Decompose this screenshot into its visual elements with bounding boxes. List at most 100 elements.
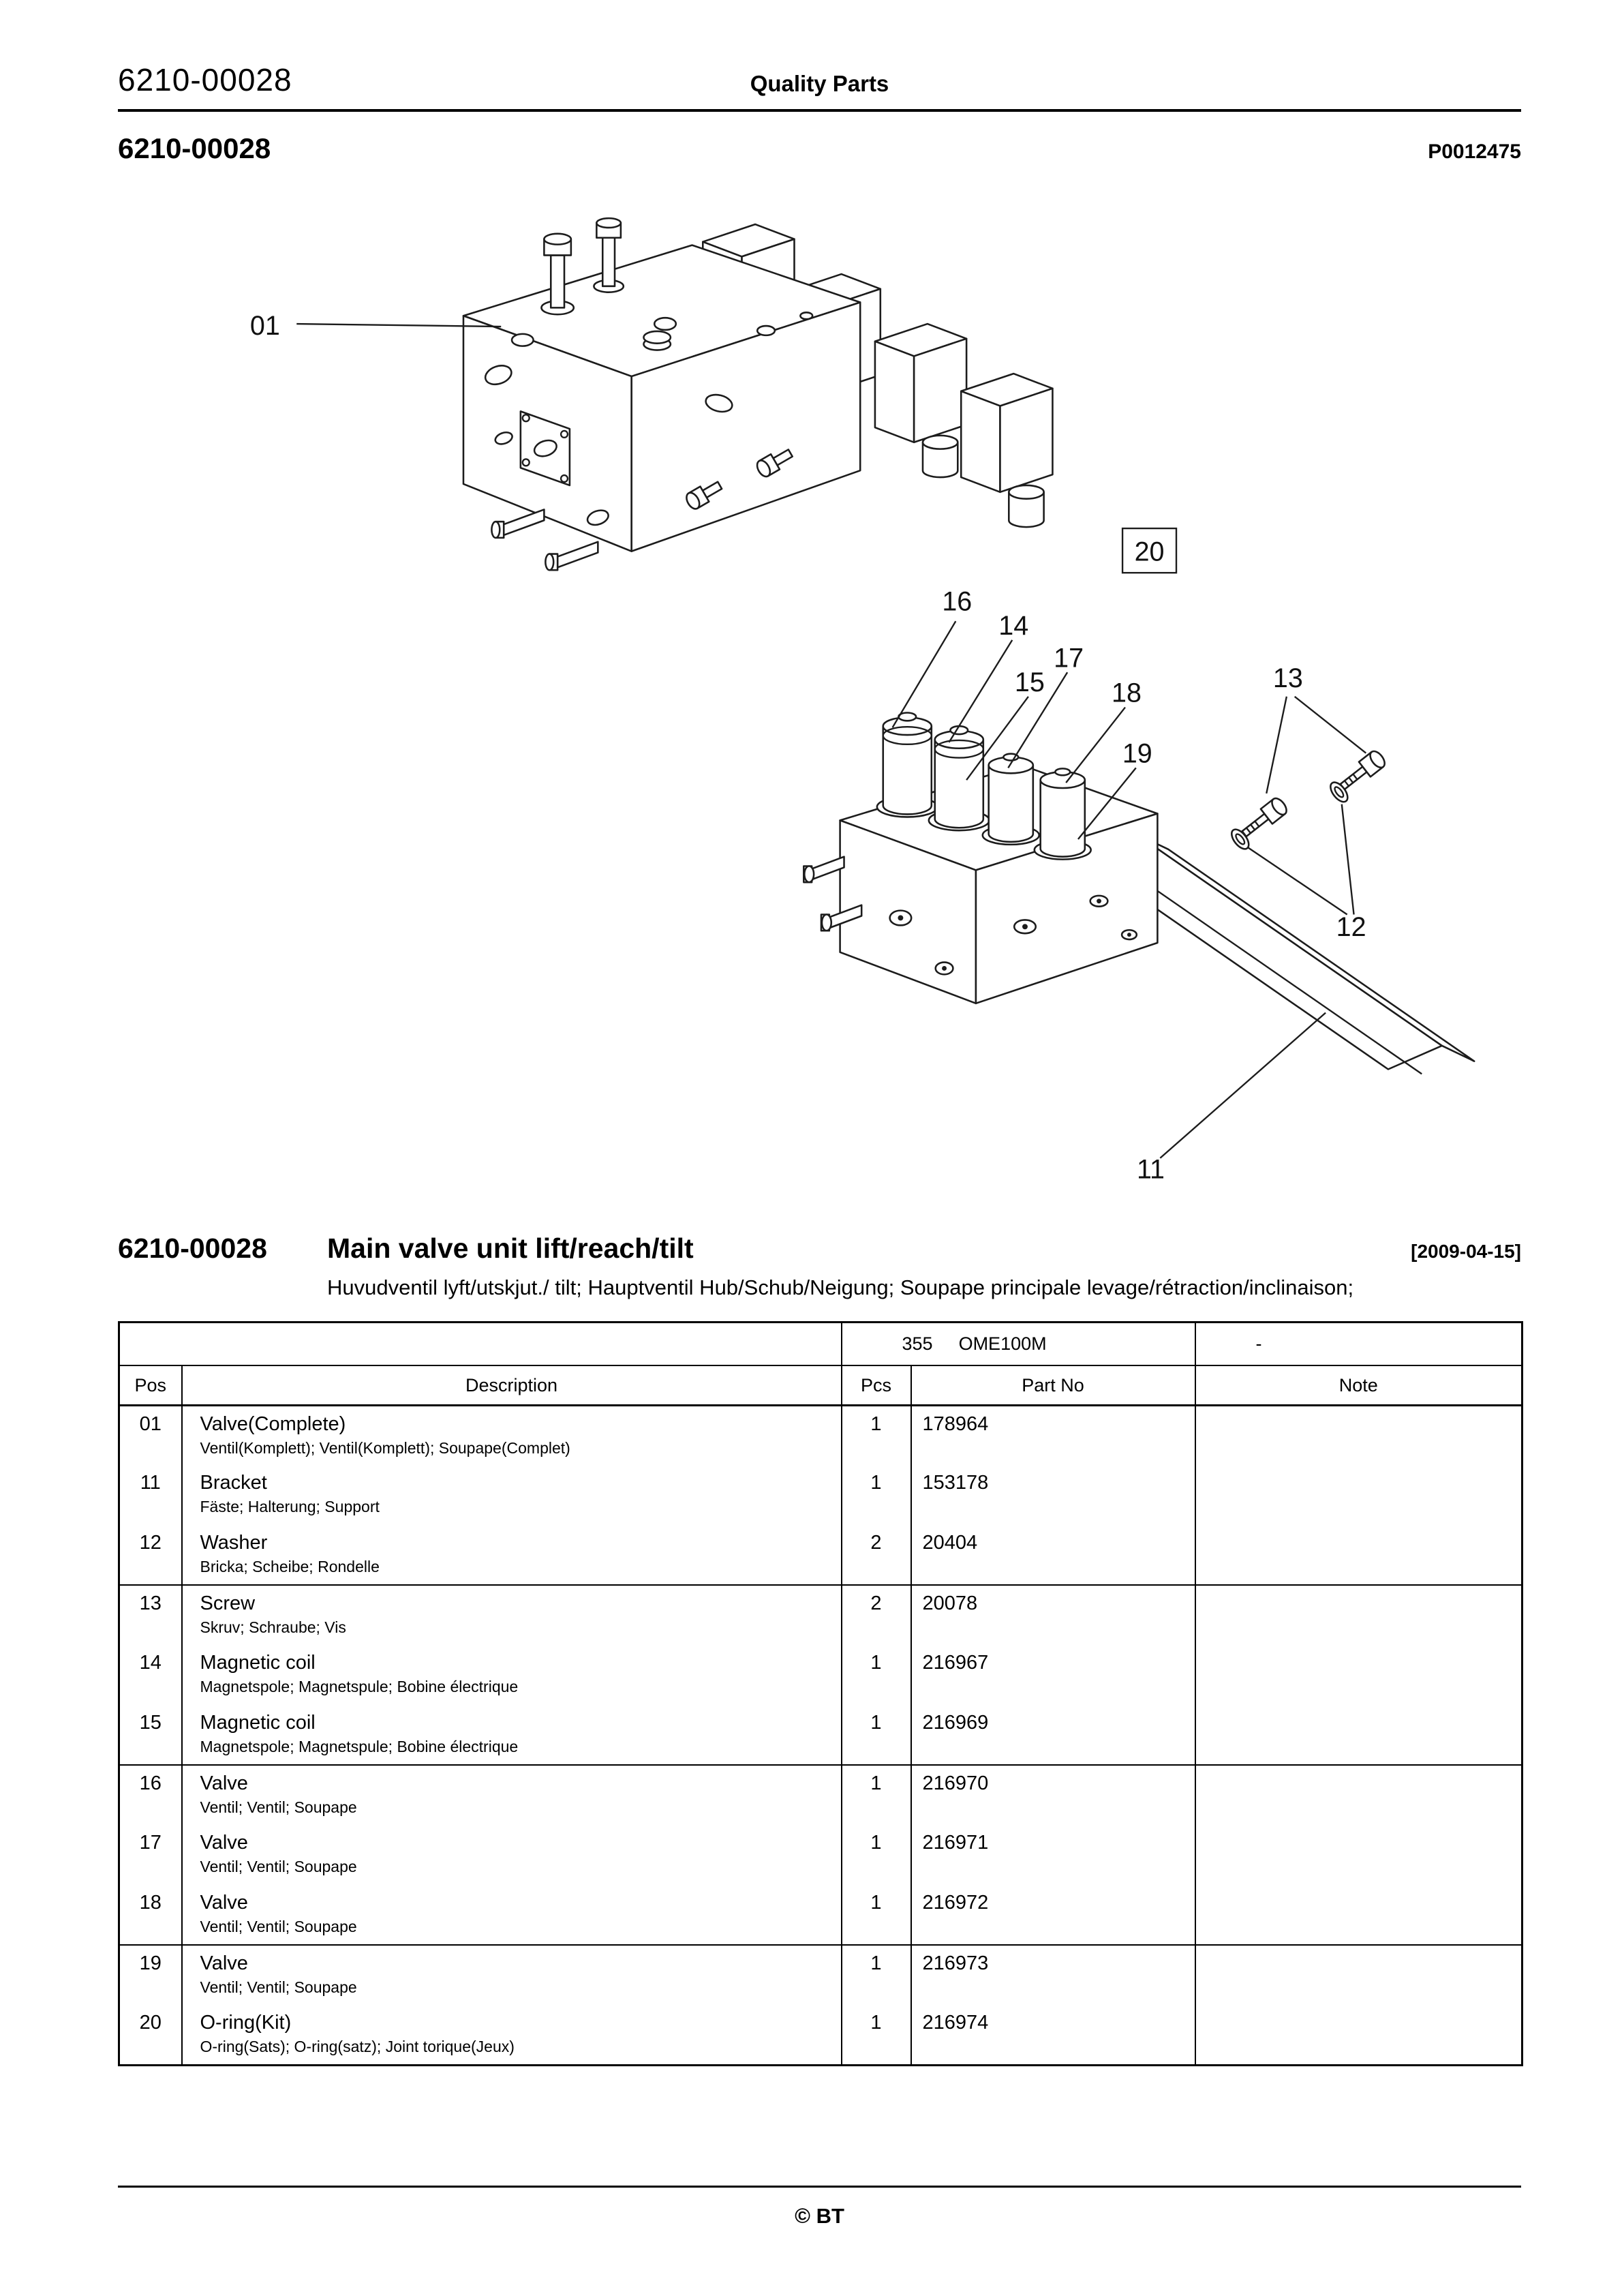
diagram-svg: 01 16 14 15 17 18 19 13 12 11 20 — [250, 217, 1475, 1184]
meta-blank-cell — [119, 1322, 842, 1367]
row-pos: 01 — [139, 1413, 162, 1435]
callout-16: 16 — [942, 586, 972, 616]
row-part-no: 178964 — [910, 1405, 1195, 1466]
table-header-row: Pos Description Pcs Part No Note — [119, 1365, 1522, 1406]
row-description-sub: Magnetspole; Magnetspule; Bobine électri… — [200, 1678, 519, 1696]
row-part-no: 20404 — [910, 1525, 1195, 1586]
row-pcs: 1 — [840, 1945, 911, 2006]
row-pcs: 1 — [840, 1765, 911, 1826]
callout-17: 17 — [1054, 643, 1084, 673]
row-pos: 15 — [119, 1705, 182, 1766]
col-header-pcs: Pcs — [840, 1365, 911, 1406]
washer-12 — [1231, 828, 1250, 850]
row-pos: 16 — [139, 1772, 162, 1795]
valve-body-01 — [462, 217, 861, 571]
row-note — [1194, 1885, 1522, 1946]
section-date: [2009-04-15] — [1411, 1241, 1521, 1262]
row-description-sub: Ventil(Komplett); Ventil(Komplett); Soup… — [200, 1438, 570, 1457]
row-pos: 12 — [119, 1525, 182, 1586]
row-description-sub: Ventil; Ventil; Soupape — [200, 1918, 357, 1936]
header-rule — [118, 109, 1521, 112]
row-part-no: 216972 — [910, 1885, 1195, 1946]
page-header: 6210-00028 Quality Parts — [118, 60, 1521, 98]
row-pos: 19 — [139, 1952, 162, 1975]
callout-13: 13 — [1273, 663, 1303, 693]
callout-15: 15 — [1015, 667, 1045, 697]
row-description-main: Magnetic coil — [200, 1712, 316, 1734]
row-pcs: 1 — [840, 1465, 911, 1526]
callout-20-box: 20 — [1121, 527, 1178, 574]
valve-complete-01 — [462, 217, 1054, 571]
doc-number-top: 6210-00028 — [118, 62, 292, 97]
callout-11: 11 — [1137, 1154, 1165, 1184]
row-description-main: Valve(Complete) — [200, 1413, 346, 1435]
solenoid-block — [960, 372, 1054, 528]
row-description-sub: Magnetspole; Magnetspule; Bobine électri… — [200, 1738, 519, 1756]
row-pcs: 1 — [840, 1405, 911, 1466]
row-description-main: Valve — [200, 1832, 248, 1854]
row-note — [1194, 1645, 1522, 1706]
meta-serial-cell: - — [1194, 1322, 1522, 1367]
row-pos: 18 — [119, 1885, 182, 1946]
table-meta-row: 355 OME100M - — [119, 1322, 1522, 1367]
row-pcs: 1 — [840, 1885, 911, 1946]
page-footer: © BT — [118, 2186, 1521, 2229]
row-description-main: Valve — [200, 1772, 248, 1795]
row-pos: 13 — [139, 1592, 162, 1615]
row-part-no: 216967 — [910, 1645, 1195, 1706]
row-note — [1194, 1765, 1522, 1826]
section-heading: 6210-00028 Main valve unit lift/reach/ti… — [118, 1233, 1521, 1303]
model-name: OME100M — [958, 1333, 1047, 1355]
callout-14: 14 — [998, 611, 1028, 641]
callout-12: 12 — [1336, 912, 1366, 942]
row-note — [1194, 1405, 1522, 1466]
row-note — [1194, 1945, 1522, 2006]
row-pcs: 2 — [840, 1525, 911, 1586]
row-description-sub: Skruv; Schraube; Vis — [200, 1618, 346, 1637]
exploded-diagram: 01 16 14 15 17 18 19 13 12 11 20 — [118, 175, 1521, 1197]
row-part-no: 20078 — [910, 1585, 1195, 1646]
row-description-sub: O-ring(Sats); O-ring(satz); Joint toriqu… — [200, 2038, 515, 2056]
row-description-main: Valve — [200, 1952, 248, 1975]
row-pcs: 1 — [840, 1825, 911, 1886]
row-pcs: 2 — [840, 1585, 911, 1646]
callout-01: 01 — [250, 311, 280, 341]
footer-rule — [118, 2186, 1521, 2188]
row-pos: 11 — [140, 1472, 161, 1494]
solenoid-block — [874, 322, 968, 479]
model-code: 355 — [902, 1333, 933, 1355]
row-part-no: 216970 — [910, 1765, 1195, 1826]
image-ref: P0012475 — [1428, 140, 1521, 163]
section-subtitle: Huvudventil lyft/utskjut./ tilt; Hauptve… — [327, 1275, 1354, 1299]
row-part-no: 216974 — [910, 2005, 1195, 2066]
sub-header: 6210-00028 P0012475 — [118, 132, 1521, 165]
footer-mark: © BT — [795, 2204, 844, 2228]
row-description: O-ring(Kit)O-ring(Sats); O-ring(satz); J… — [181, 2005, 842, 2066]
washer-12 — [1330, 781, 1349, 803]
col-header-note: Note — [1194, 1365, 1522, 1406]
callout-20: 20 — [1135, 537, 1165, 567]
col-header-pos: Pos — [119, 1365, 182, 1406]
row-note — [1194, 2005, 1522, 2066]
table-row: 01 Valve(Complete) Ventil(Komplett); Venti… — [119, 1405, 1522, 1466]
row-pcs: 1 — [840, 1645, 911, 1706]
section-title: Main valve unit lift/reach/tilt — [327, 1233, 694, 1264]
row-description-main: Valve — [200, 1892, 248, 1914]
row-part-no: 216971 — [910, 1825, 1195, 1886]
row-part-no: 216969 — [910, 1705, 1195, 1766]
row-description-sub: Ventil; Ventil; Soupape — [200, 1978, 357, 1997]
